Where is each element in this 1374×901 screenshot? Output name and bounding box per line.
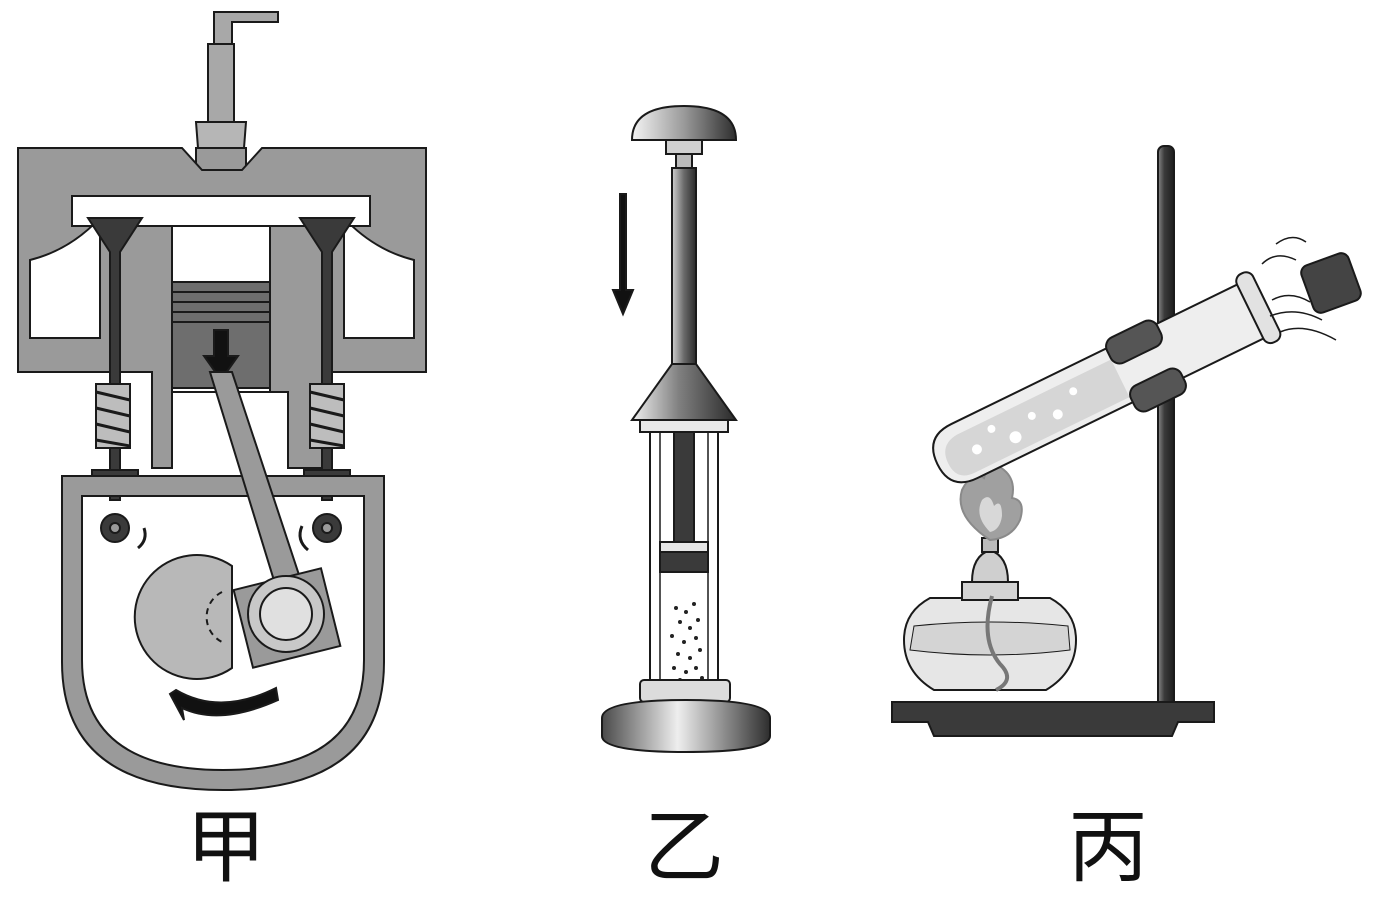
alcohol-lamp-icon xyxy=(902,537,1078,692)
crankshaft xyxy=(133,554,342,680)
stopper-icon xyxy=(1300,252,1362,314)
clamp xyxy=(1105,319,1163,365)
stand-base xyxy=(601,698,771,754)
push-down-arrow-icon xyxy=(611,193,635,317)
cam-rotate-arrow-icon xyxy=(298,525,310,552)
cotton-particles xyxy=(670,602,704,686)
figure-label-air-compressor: 乙 xyxy=(644,801,724,894)
rotation-arrow-icon xyxy=(168,686,280,721)
compression-tube-diagram xyxy=(601,104,771,754)
figure-label-engine: 甲 xyxy=(186,801,266,894)
plunger-rod xyxy=(671,167,697,365)
steam-lines xyxy=(1261,236,1337,341)
stand-base-plate xyxy=(891,701,1215,737)
cam-rotate-arrow-icon xyxy=(137,527,147,550)
test-tube-heating-diagram xyxy=(891,145,1362,737)
piston-direction-arrow-icon xyxy=(202,329,240,382)
exhaust-valve xyxy=(298,217,356,543)
intake-valve xyxy=(86,217,144,543)
stand-rod xyxy=(1157,145,1175,711)
crankcase xyxy=(61,475,385,792)
figure-label-test-tube-heating: 丙 xyxy=(1068,801,1148,894)
test-tube xyxy=(932,271,1282,484)
engine-diagram xyxy=(17,11,427,792)
plunger-knob xyxy=(630,104,738,141)
clamp xyxy=(1129,367,1187,413)
funnel-cap xyxy=(630,363,738,421)
